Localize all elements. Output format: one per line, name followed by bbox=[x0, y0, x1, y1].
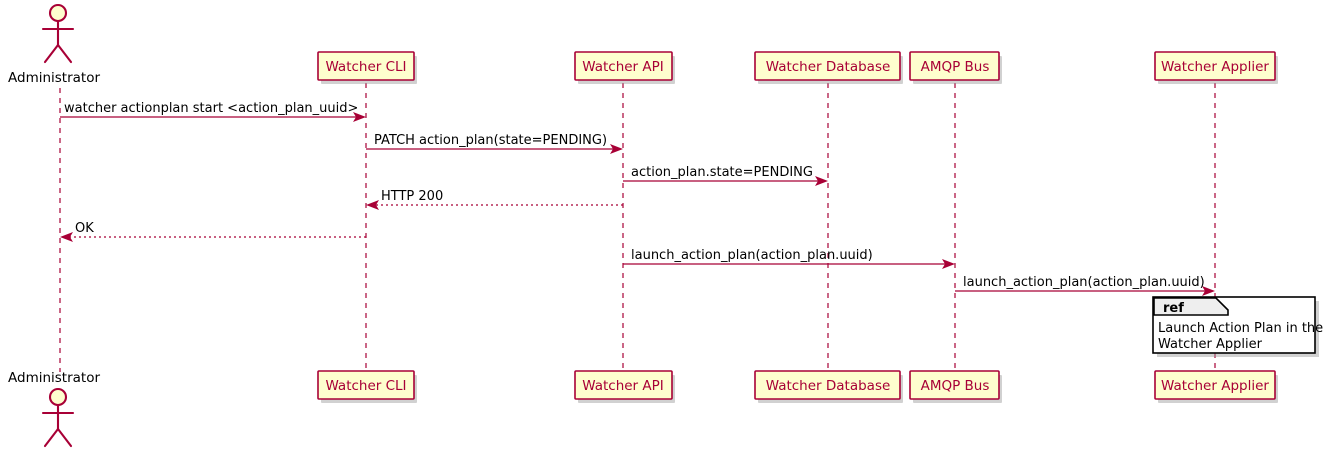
participant-label-api-top: Watcher API bbox=[582, 59, 664, 75]
participant-label-api-bottom: Watcher API bbox=[582, 378, 664, 394]
participant-applier-bottom[interactable]: Watcher Applier bbox=[1154, 370, 1278, 403]
arrow-head-left-icon bbox=[366, 200, 379, 210]
actor-leg-left-icon bbox=[43, 43, 60, 64]
message-label-7: launch_action_plan(action_plan.uuid) bbox=[963, 275, 1205, 290]
arrow-head-left-icon bbox=[60, 232, 73, 242]
participant-amqp-top[interactable]: AMQP Bus bbox=[909, 51, 1002, 84]
participant-actor-top[interactable]: Administrator bbox=[8, 3, 100, 86]
participant-label-applier-bottom: Watcher Applier bbox=[1161, 378, 1269, 394]
participant-box-db-bottom[interactable] bbox=[754, 370, 901, 400]
participant-label-cli-bottom: Watcher CLI bbox=[325, 378, 406, 394]
arrow-head-right-icon bbox=[942, 259, 955, 269]
participant-box-api-top[interactable] bbox=[574, 51, 673, 81]
message-3[interactable]: action_plan.state=PENDING bbox=[623, 165, 828, 186]
participant-api-bottom[interactable]: Watcher API bbox=[574, 370, 675, 403]
actor-leg-right-icon bbox=[56, 427, 73, 448]
participant-box-cli-top[interactable] bbox=[317, 51, 415, 81]
participant-box-db-top[interactable] bbox=[754, 51, 901, 81]
participant-api-top[interactable]: Watcher API bbox=[574, 51, 675, 84]
message-label-5: OK bbox=[75, 221, 94, 236]
message-label-3: action_plan.state=PENDING bbox=[631, 165, 813, 180]
ref-body-line-1: Launch Action Plan in the bbox=[1158, 321, 1323, 336]
participant-box-api-bottom[interactable] bbox=[574, 370, 673, 400]
participant-amqp-bottom[interactable]: AMQP Bus bbox=[909, 370, 1002, 403]
message-label-1: watcher actionplan start <action_plan_uu… bbox=[64, 101, 358, 116]
lifelines-group bbox=[59, 83, 1216, 372]
participant-headers-top: Administrator Watcher CLI Watcher API Wa… bbox=[8, 3, 1278, 86]
participant-cli-top[interactable]: Watcher CLI bbox=[317, 51, 417, 84]
participant-actor-bottom[interactable]: Administrator bbox=[8, 370, 100, 448]
participant-box-cli-bottom[interactable] bbox=[317, 370, 415, 400]
participant-db-top[interactable]: Watcher Database bbox=[754, 51, 903, 84]
actor-head-icon bbox=[48, 3, 68, 23]
participant-box-amqp-bottom[interactable] bbox=[909, 370, 1000, 400]
participant-applier-top[interactable]: Watcher Applier bbox=[1154, 51, 1278, 84]
ref-tab-label: ref bbox=[1163, 301, 1184, 316]
message-label-4: HTTP 200 bbox=[381, 189, 443, 204]
participant-label-amqp-bottom: AMQP Bus bbox=[921, 378, 990, 394]
arrow-head-right-icon bbox=[610, 144, 623, 154]
message-1[interactable]: watcher actionplan start <action_plan_uu… bbox=[60, 101, 366, 122]
participant-box-amqp-top[interactable] bbox=[909, 51, 1000, 81]
participant-box-applier-bottom[interactable] bbox=[1154, 370, 1276, 400]
participant-label-db-bottom: Watcher Database bbox=[766, 378, 891, 394]
participant-headers-bottom: Administrator Watcher CLI Watcher API bbox=[8, 370, 1278, 448]
participant-cli-bottom[interactable]: Watcher CLI bbox=[317, 370, 417, 403]
message-7[interactable]: launch_action_plan(action_plan.uuid) bbox=[955, 275, 1215, 296]
participant-label-applier-top: Watcher Applier bbox=[1161, 59, 1269, 75]
participant-label-actor-bottom: Administrator bbox=[8, 370, 100, 386]
participant-db-bottom[interactable]: Watcher Database bbox=[754, 370, 903, 403]
ref-block[interactable]: ref Launch Action Plan in the Watcher Ap… bbox=[1152, 296, 1323, 357]
participant-label-db-top: Watcher Database bbox=[766, 59, 891, 75]
arrow-head-right-icon bbox=[815, 176, 828, 186]
ref-body-line-2: Watcher Applier bbox=[1158, 337, 1263, 352]
participant-box-applier-top[interactable] bbox=[1154, 51, 1276, 81]
arrow-head-right-icon bbox=[1202, 286, 1215, 296]
message-6[interactable]: launch_action_plan(action_plan.uuid) bbox=[623, 248, 955, 269]
arrow-head-right-icon bbox=[353, 112, 366, 122]
participant-label-amqp-top: AMQP Bus bbox=[921, 59, 990, 75]
message-label-6: launch_action_plan(action_plan.uuid) bbox=[631, 248, 873, 263]
message-2[interactable]: PATCH action_plan(state=PENDING) bbox=[366, 133, 623, 154]
message-4[interactable]: HTTP 200 bbox=[366, 189, 623, 210]
actor-leg-left-icon bbox=[43, 427, 60, 448]
message-5[interactable]: OK bbox=[60, 221, 366, 242]
participant-label-actor-top: Administrator bbox=[8, 70, 100, 86]
participant-label-cli-top: Watcher CLI bbox=[325, 59, 406, 75]
ref-tab-pentagon bbox=[1153, 297, 1229, 316]
actor-leg-right-icon bbox=[56, 43, 73, 64]
message-label-2: PATCH action_plan(state=PENDING) bbox=[374, 133, 607, 148]
actor-head-icon bbox=[48, 387, 68, 407]
messages-group: watcher actionplan start <action_plan_uu… bbox=[60, 101, 1215, 296]
